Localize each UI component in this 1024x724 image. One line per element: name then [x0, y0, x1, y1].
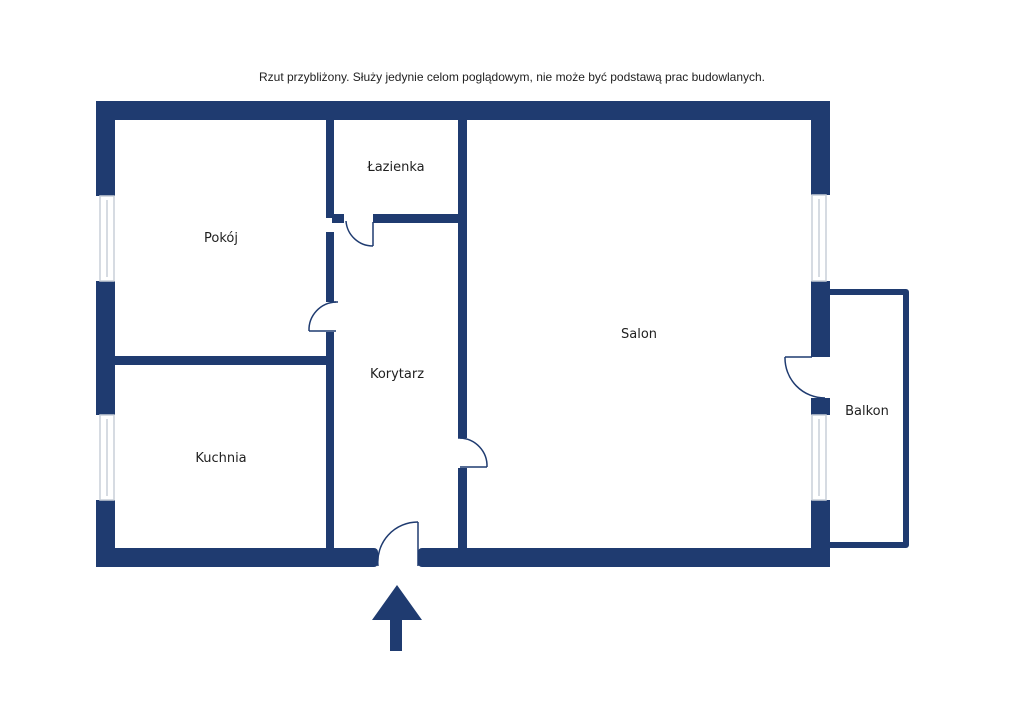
- door-balkon: [784, 356, 826, 399]
- disclaimer-text: Rzut przybliżony. Służy jedynie celom po…: [258, 70, 766, 84]
- interior-walls: [113, 118, 467, 550]
- wall-right-1: [811, 101, 830, 195]
- wall-pokoj-korytarz-3: [326, 332, 334, 550]
- door-lazienka: [345, 220, 374, 247]
- room-label-kuchnia: Kuchnia: [195, 451, 246, 466]
- room-label-korytarz: Korytarz: [370, 367, 424, 382]
- room-label-salon: Salon: [621, 327, 657, 342]
- wall-right-3: [811, 398, 830, 415]
- wall-right-4: [811, 500, 830, 567]
- wall-lazienka-bottom: [373, 214, 465, 223]
- wall-right-2: [811, 281, 830, 357]
- wall-salon-korytarz-1: [458, 118, 467, 438]
- outer-walls: [96, 101, 830, 567]
- up-arrow-icon: [372, 585, 422, 651]
- wall-pokoj-korytarz-2: [326, 232, 334, 302]
- room-label-balkon: Balkon: [845, 404, 889, 419]
- wall-left-1: [96, 101, 115, 196]
- wall-left-3: [96, 500, 115, 567]
- wall-bottom-left: [96, 548, 378, 567]
- room-label-lazienka: Łazienka: [366, 160, 424, 175]
- wall-top: [96, 101, 830, 120]
- wall-bottom-right: [418, 548, 830, 567]
- doors: [308, 220, 826, 567]
- windows: [99, 194, 827, 501]
- room-label-pokoj: Pokój: [204, 231, 238, 246]
- room-labels: Pokój Łazienka Korytarz Salon Kuchnia Ba…: [195, 160, 889, 466]
- wall-salon-korytarz-2: [458, 468, 467, 550]
- balcony-railing: [829, 289, 909, 548]
- door-entrance: [377, 521, 419, 567]
- wall-left-2: [96, 281, 115, 415]
- wall-lazienka-stub: [332, 214, 344, 223]
- wall-pokoj-kuchnia: [113, 356, 328, 365]
- door-salon: [458, 437, 488, 468]
- door-pokoj: [308, 301, 338, 332]
- wall-pokoj-korytarz-1: [326, 118, 334, 218]
